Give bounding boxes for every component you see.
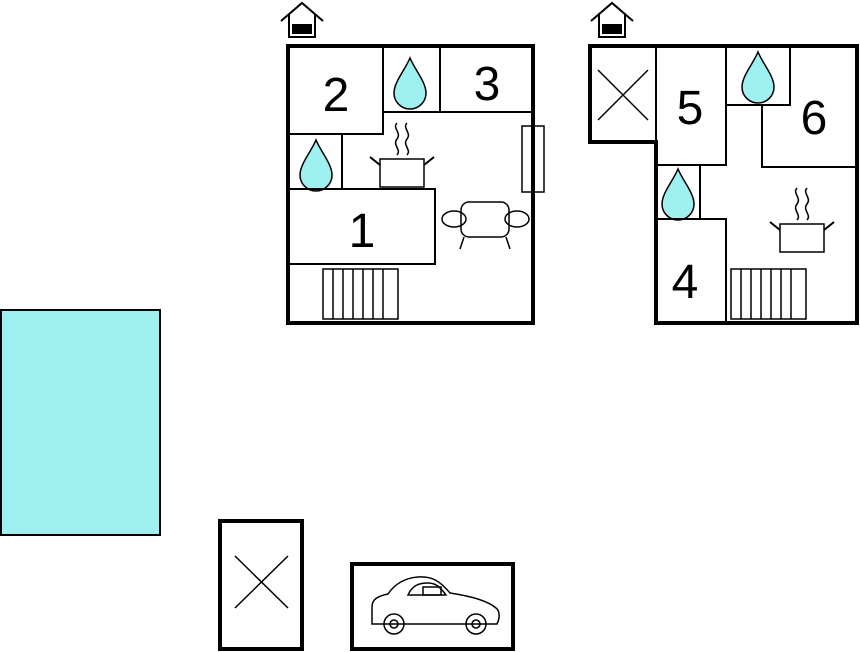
- cooking-pot-icon: [769, 187, 835, 253]
- house-a-outline: [286, 44, 535, 325]
- room-5-label: 5: [677, 82, 704, 135]
- house-entrance-icon: [590, 2, 634, 38]
- room-3-label: 3: [474, 58, 501, 111]
- water-drop-icon: [741, 51, 775, 104]
- parking: [350, 562, 515, 651]
- radiator-icon: [730, 268, 807, 320]
- water-drop-icon: [393, 57, 427, 110]
- terrace-cross-icon: [234, 555, 289, 609]
- room-5-walls: [656, 46, 727, 166]
- house-b: 5 6 4: [588, 2, 859, 325]
- water-drop-icon: [299, 139, 333, 192]
- pool: [0, 309, 161, 536]
- sofa-icon: [441, 201, 530, 250]
- room-4-walls: [656, 218, 727, 323]
- room-2-label: 2: [323, 69, 350, 122]
- house-entrance-icon: [280, 2, 324, 38]
- wall-cabinet: [521, 125, 545, 193]
- house-a: 2 3 1: [280, 2, 545, 325]
- room-1-label: 1: [349, 205, 376, 258]
- bath-b-walls: [726, 46, 791, 106]
- terrace-cross-icon: [597, 46, 657, 142]
- outdoor-terrace: [218, 519, 304, 651]
- room-2-walls: [288, 46, 384, 135]
- house-b-outline: [588, 44, 859, 325]
- room-6-label: 6: [801, 92, 828, 145]
- water-drop-icon: [661, 168, 695, 221]
- cooking-pot-icon: [369, 122, 435, 188]
- room-6-walls: [761, 105, 857, 168]
- car-icon: [371, 576, 500, 635]
- room-4-label: 4: [672, 256, 699, 309]
- room-1-outline: [287, 188, 436, 265]
- radiator-icon: [322, 268, 399, 320]
